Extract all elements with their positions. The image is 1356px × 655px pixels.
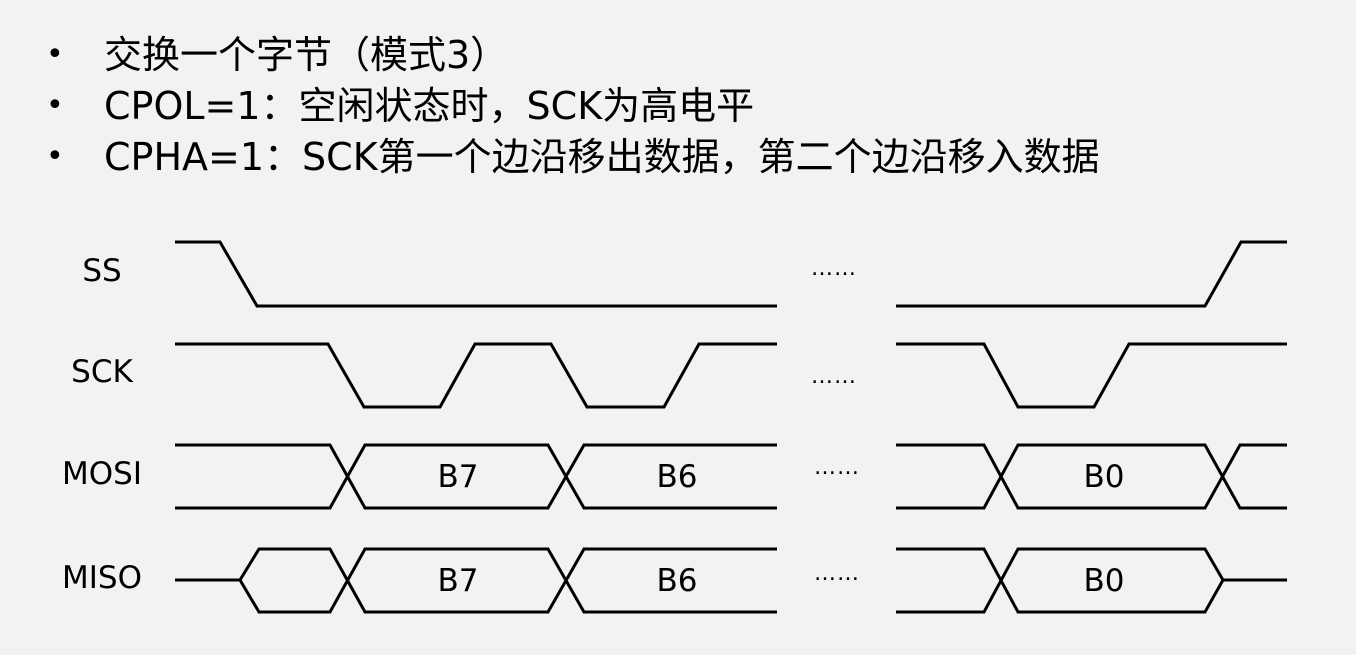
- mosi-byte-b7: B7: [438, 459, 479, 495]
- bullet-text-mode: 交换一个字节（模式3）: [104, 33, 509, 77]
- mosi-byte-b6: B6: [657, 459, 698, 495]
- ellipsis-sck: ……: [811, 364, 857, 389]
- miso-byte-b6: B6: [657, 563, 698, 599]
- bullet-item-cpha: • CPHA=1：SCK第一个边沿移出数据，第二个边沿移入数据: [46, 130, 1100, 184]
- bullet-dot: •: [46, 139, 64, 174]
- miso-waveform-left: [175, 547, 777, 614]
- sck-waveform-left: [175, 342, 777, 409]
- mosi-byte-b0: B0: [1084, 459, 1125, 495]
- bullet-dot: •: [46, 37, 64, 72]
- bullet-text-cpha: CPHA=1：SCK第一个边沿移出数据，第二个边沿移入数据: [104, 135, 1100, 179]
- mosi-waveform-left: [175, 443, 777, 510]
- ellipsis-ss: ……: [811, 256, 857, 281]
- bullet-dot: •: [46, 88, 64, 123]
- bullet-text-cpol: CPOL=1：空闲状态时，SCK为高电平: [104, 84, 755, 128]
- sck-waveform-right: [896, 342, 1287, 409]
- miso-waveform-right: [896, 547, 1287, 614]
- signal-label-mosi: MOSI: [62, 456, 142, 492]
- miso-byte-b7: B7: [438, 563, 479, 599]
- ellipsis-miso: ……: [814, 561, 860, 586]
- bullet-list: • 交换一个字节（模式3） • CPOL=1：空闲状态时，SCK为高电平 • C…: [0, 0, 1356, 200]
- signal-label-miso: MISO: [62, 560, 142, 596]
- ellipsis-mosi: ……: [814, 455, 860, 480]
- ss-waveform-left: [175, 240, 777, 308]
- ss-waveform-right: [896, 240, 1287, 308]
- bullet-item-mode: • 交换一个字节（模式3）: [46, 28, 508, 82]
- bullet-item-cpol: • CPOL=1：空闲状态时，SCK为高电平: [46, 79, 754, 133]
- signal-label-ss: SS: [82, 253, 121, 289]
- mosi-waveform-right: [896, 443, 1287, 510]
- miso-byte-b0: B0: [1084, 563, 1125, 599]
- signal-label-sck: SCK: [71, 354, 133, 390]
